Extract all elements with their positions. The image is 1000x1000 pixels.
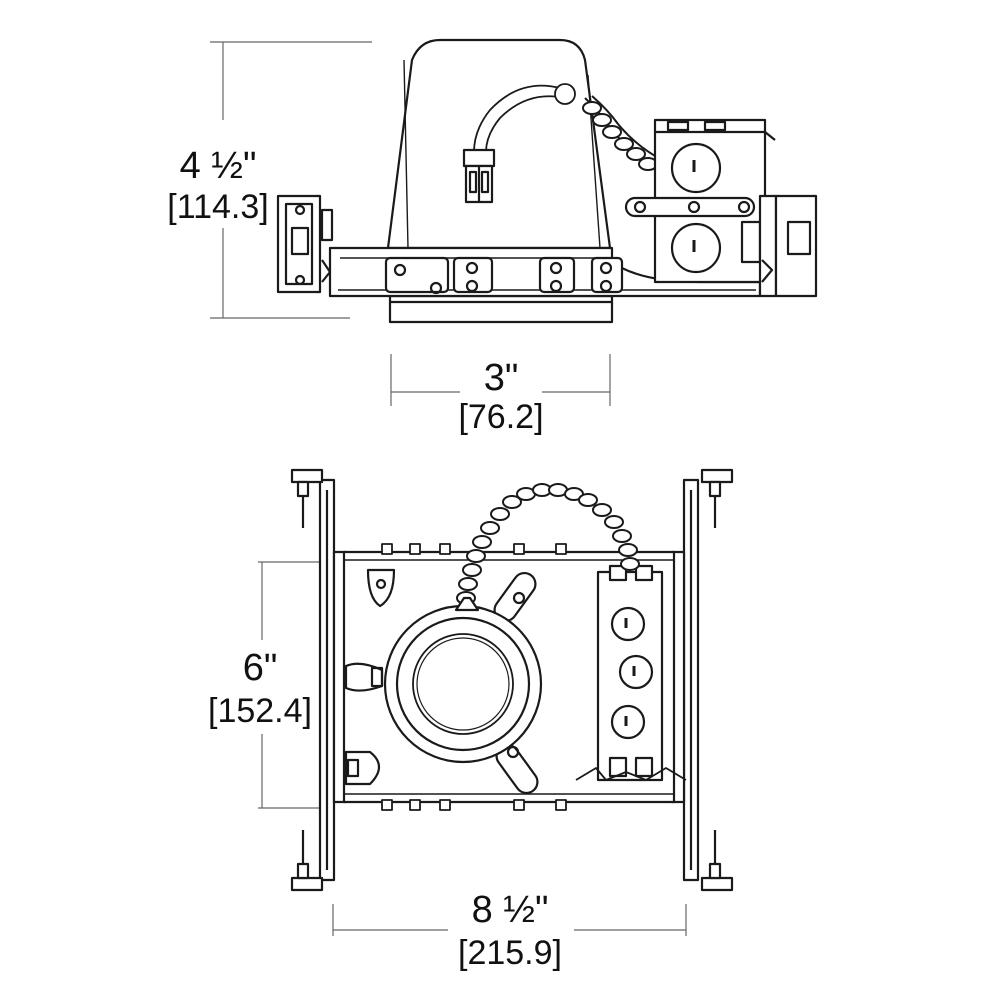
aperture-metric-label: [76.2] [458, 398, 543, 436]
height-metric-label: [114.3] [167, 188, 268, 226]
mounting-pan [328, 246, 762, 298]
width-dimension-lines [332, 904, 687, 936]
right-bar-hanger [670, 468, 734, 892]
junction-box-side [624, 118, 776, 284]
quick-connector [462, 148, 496, 204]
left-hanger-bracket [276, 194, 334, 294]
depth-metric-label: [152.4] [208, 692, 312, 730]
wire-leads [473, 83, 576, 153]
housing-can [386, 38, 612, 250]
aperture-imperial-label: 3" [484, 357, 519, 399]
depth-dimension-lines [258, 561, 322, 809]
height-dimension-lines [210, 41, 372, 319]
side-view-drawing [210, 38, 818, 324]
plate-tabs [381, 543, 567, 811]
top-view-drawing [258, 468, 734, 892]
trim-ring [388, 294, 614, 324]
junction-box-top [575, 564, 687, 782]
aperture-dimension-lines [390, 354, 611, 406]
width-imperial-label: 8 ½" [472, 889, 549, 931]
left-bar-hanger [290, 468, 348, 892]
plate-clips [344, 568, 396, 786]
right-hanger-bar [758, 194, 818, 298]
height-imperial-label: 4 ½" [180, 145, 257, 187]
depth-imperial-label: 6" [243, 647, 278, 689]
aperture-ring [383, 604, 543, 764]
width-metric-label: [215.9] [458, 934, 562, 972]
